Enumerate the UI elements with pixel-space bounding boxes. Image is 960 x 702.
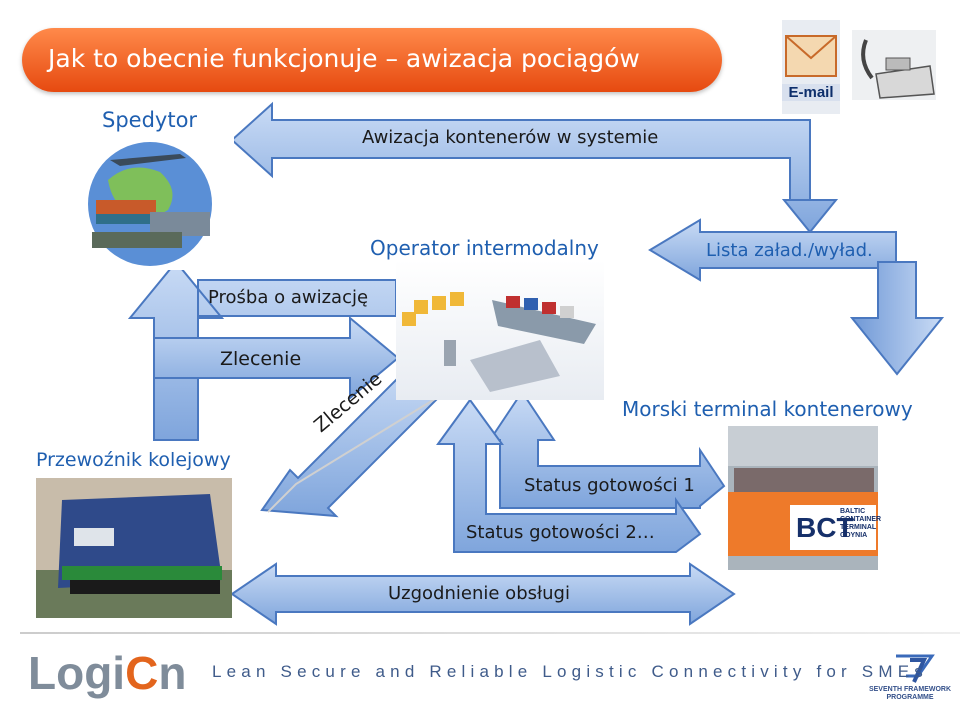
train-illustration [36,478,232,618]
bct-sub-4: GDYNIA [840,532,868,539]
bct-sub-2: CONTAINER [840,516,882,523]
phone-fax-icon [852,30,936,100]
label-status-gotowosci-2: Status gotowości 2… [466,522,655,543]
label-lista-zalad: Lista załad./wyład. [706,240,873,261]
bct-sub-1: BALTIC [840,508,866,515]
arrow-status-2 [436,398,702,553]
arrow-uzgodnienie [230,562,736,626]
bct-logo-name: BCT [796,512,854,543]
arrow-awizacja [230,101,839,234]
logo-text-1: Logi [28,647,126,699]
footer-tagline: Lean Secure and Reliable Logistic Connec… [212,662,928,681]
operator-ship-illustration [396,260,604,400]
label-operator-intermodalny: Operator intermodalny [370,236,599,260]
footer-divider [20,632,960,634]
arrow-lista-zalad [648,218,897,282]
label-morski-terminal: Morski terminal kontenerowy [622,397,913,421]
bct-logo-white [790,505,876,550]
bct-sub-3: TERMINAL [840,524,877,531]
label-awizacja-kontenerow: Awizacja kontenerów w systemie [362,127,659,148]
arrow-zlecenie [153,315,400,401]
fp7-line-1: SEVENTH FRAMEWORK [868,686,952,693]
label-prosba-o-awizacje: Prośba o awizację [208,287,369,308]
label-przewoznik-kolejowy: Przewoźnik kolejowy [36,449,231,471]
label-spedytor: Spedytor [102,108,198,132]
logo-text-c: C [125,647,159,699]
logicon-logo: LogiCn [28,646,186,700]
page-title: Jak to obecnie funkcjonuje – awizacja po… [48,44,640,73]
label-uzgodnienie-obslugi: Uzgodnienie obsługi [388,583,570,604]
arrow-status-1 [488,390,726,509]
label-zlecenie: Zlecenie [220,348,302,370]
bct-logo-subtitle: BALTIC CONTAINER TERMINAL GDYNIA [840,508,881,540]
spedytor-globe-illustration [74,134,234,270]
fp7-logo [896,654,935,683]
arrow-to-terminal [849,261,945,376]
logo-text-2: n [158,647,187,699]
label-status-gotowosci-1: Status gotowości 1 [524,475,695,496]
fp7-line-2: PROGRAMME [886,694,934,701]
email-text: E-mail [782,84,840,101]
title-banner [22,28,722,92]
fp7-label: SEVENTH FRAMEWORK PROGRAMME [866,686,954,702]
